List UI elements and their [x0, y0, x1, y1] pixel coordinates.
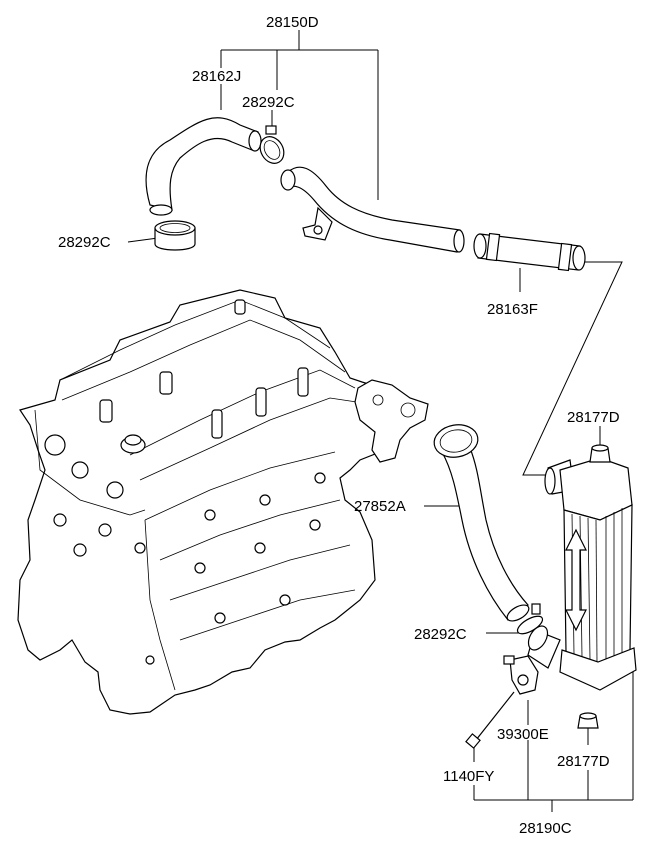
sensor-39300e	[503, 655, 539, 695]
label-39300e: 39300E	[497, 726, 549, 743]
label-1140fy: 1140FY	[443, 768, 494, 785]
leader-lines	[127, 30, 634, 812]
pipe-28150d	[280, 166, 465, 253]
bolt-1140fy	[465, 691, 515, 749]
label-28177d-top: 28177D	[567, 409, 620, 426]
label-28177d-bottom: 28177D	[557, 753, 610, 770]
label-28190c: 28190C	[519, 820, 572, 837]
cap-bottom	[577, 712, 599, 729]
hose-27852a	[433, 424, 530, 622]
label-28162j: 28162J	[192, 68, 241, 85]
label-28292c-top: 28292C	[242, 94, 295, 111]
clamp-top	[259, 125, 285, 164]
clamp-lower	[516, 603, 544, 635]
hose-28162j	[145, 117, 262, 216]
cap-top	[589, 444, 611, 463]
label-28292c-left: 28292C	[58, 234, 111, 251]
intercooler	[527, 457, 637, 691]
part-labels: 28150D 28162J 28292C 28292C 28163F 28177…	[58, 14, 620, 837]
hose-28163f	[473, 232, 586, 272]
clamp-left	[154, 220, 196, 251]
engine-block	[17, 289, 429, 715]
label-28292c-lower: 28292C	[414, 626, 467, 643]
label-28150d: 28150D	[266, 14, 319, 31]
label-28163f: 28163F	[487, 301, 538, 318]
label-27852a: 27852A	[354, 498, 406, 515]
